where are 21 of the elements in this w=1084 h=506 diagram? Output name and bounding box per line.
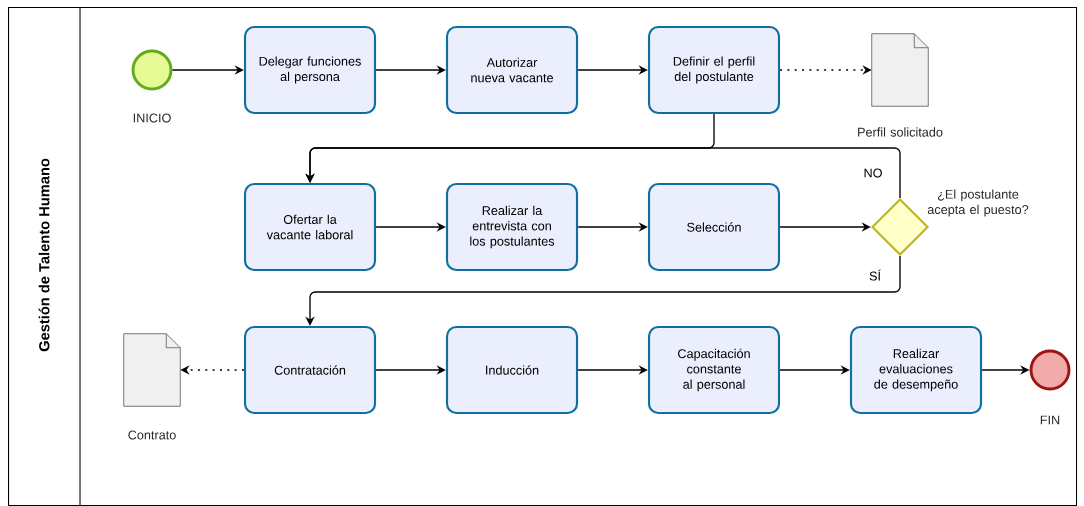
task-box: Realizar la entrevista con los postulantes [445,182,579,272]
document-icon [123,333,181,407]
task-box: Capacitación constante al personal [647,325,781,415]
task-box: Definir el perfil del postulante [647,25,781,115]
document-icon [871,33,929,107]
edge-label: SÍ [867,268,883,282]
event-label: INICIO [133,113,171,123]
task-box: Autorizar nueva vacante [445,25,579,115]
task-box: Inducción [445,325,579,415]
event-label: ¿El postulante acepta el puesto? [927,189,1029,217]
event-label: Perfil solicitado [858,127,943,137]
task-box: Realizar evaluaciones de desempeño [849,325,983,415]
task-box: Selección [647,182,781,272]
event-label: Contrato [128,430,176,440]
task-box: Ofertar la vacante laboral [243,182,377,272]
event-label: FIN [1040,415,1060,425]
task-box: Delegar funciones al persona [243,25,377,115]
task-box: Contratación [243,325,377,415]
start-event-circle [131,49,173,91]
edge-label: NO [862,167,884,179]
end-event-circle [1029,349,1071,391]
